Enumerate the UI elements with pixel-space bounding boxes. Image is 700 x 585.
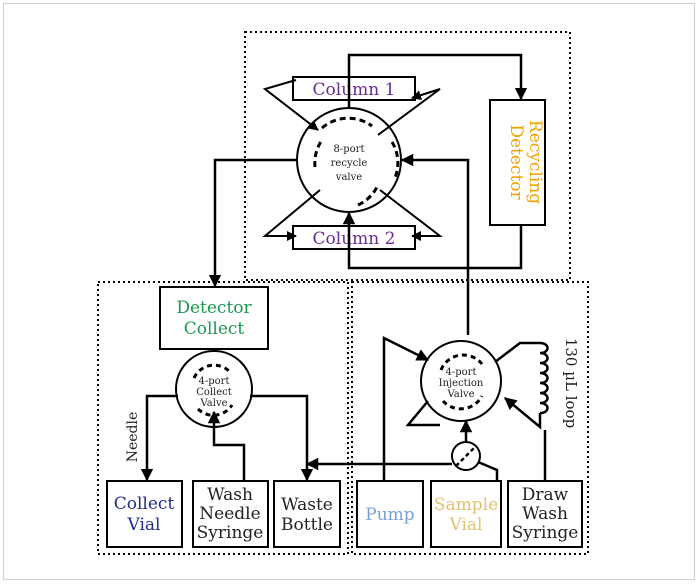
draw-wash-syringe-label-2: Wash bbox=[522, 504, 568, 524]
injection-valve-label-1: 4-port bbox=[446, 367, 477, 378]
outer-frame bbox=[3, 3, 695, 580]
collect-vial-box[interactable] bbox=[106, 480, 183, 548]
sample-vial-label-2: Vial bbox=[449, 515, 483, 535]
wash-needle-syringe-label-3: Syringe bbox=[197, 523, 264, 543]
loop-coil-icon bbox=[539, 341, 549, 415]
injection-valve-label-3: Valve bbox=[446, 389, 474, 400]
waste-bottle-box[interactable] bbox=[273, 480, 341, 548]
collect-region bbox=[97, 281, 349, 555]
recycle-region bbox=[244, 31, 571, 281]
detector-recycling-label-2: Recycling bbox=[525, 120, 545, 204]
detector-collect-box[interactable] bbox=[159, 286, 269, 350]
loop-label: 130 µL loop bbox=[562, 338, 580, 428]
recycle-valve-internal-path bbox=[390, 141, 400, 181]
pump-label: Pump bbox=[365, 505, 415, 525]
sample-vial-label-1: Sample bbox=[434, 495, 498, 515]
collect-vial-label-1: Collect bbox=[114, 494, 175, 514]
column1-label: Column 1 bbox=[313, 80, 396, 100]
injection-valve-label-2: Injection bbox=[439, 378, 484, 389]
wash-needle-syringe-label-1: Wash bbox=[207, 485, 253, 505]
waste-bottle-label-2: Bottle bbox=[281, 515, 333, 535]
column1-box[interactable] bbox=[292, 76, 416, 101]
pump-box[interactable] bbox=[356, 480, 424, 548]
recycle-valve-label-2: recycle bbox=[331, 158, 368, 169]
draw-wash-syringe-label-1: Draw bbox=[522, 485, 569, 505]
sample-vial-box[interactable] bbox=[430, 480, 502, 548]
waste-bottle-label-1: Waste bbox=[281, 495, 333, 515]
needle-label: Needle bbox=[125, 412, 141, 463]
collect-vial-label-2: Vial bbox=[127, 515, 161, 535]
detector-recycling-box[interactable] bbox=[489, 99, 546, 226]
collect-valve-label-1: 4-port bbox=[199, 376, 230, 387]
detector-collect-label-2: Collect bbox=[184, 319, 245, 339]
recycle-valve-internal-path bbox=[357, 186, 379, 207]
recycle-valve-label-3: valve bbox=[335, 172, 362, 183]
recycle-valve-internal-path bbox=[313, 139, 324, 168]
wash-needle-syringe-label-2: Needle bbox=[199, 504, 260, 524]
detector-recycling-label-1: Detector bbox=[506, 124, 526, 200]
wash-needle-syringe-box[interactable] bbox=[192, 480, 269, 548]
detector-collect-label-1: Detector bbox=[176, 298, 252, 318]
recycle-valve-internal-path bbox=[321, 116, 373, 130]
recycle-valve-label-1: 8-port bbox=[334, 144, 365, 155]
column2-label: Column 2 bbox=[313, 229, 396, 249]
collect-valve-label-2: Collect bbox=[196, 387, 232, 398]
injection-region bbox=[351, 281, 589, 555]
draw-wash-syringe-box[interactable] bbox=[507, 480, 583, 548]
collect-valve-label-3: Valve bbox=[199, 398, 227, 409]
draw-wash-syringe-label-3: Syringe bbox=[512, 523, 579, 543]
